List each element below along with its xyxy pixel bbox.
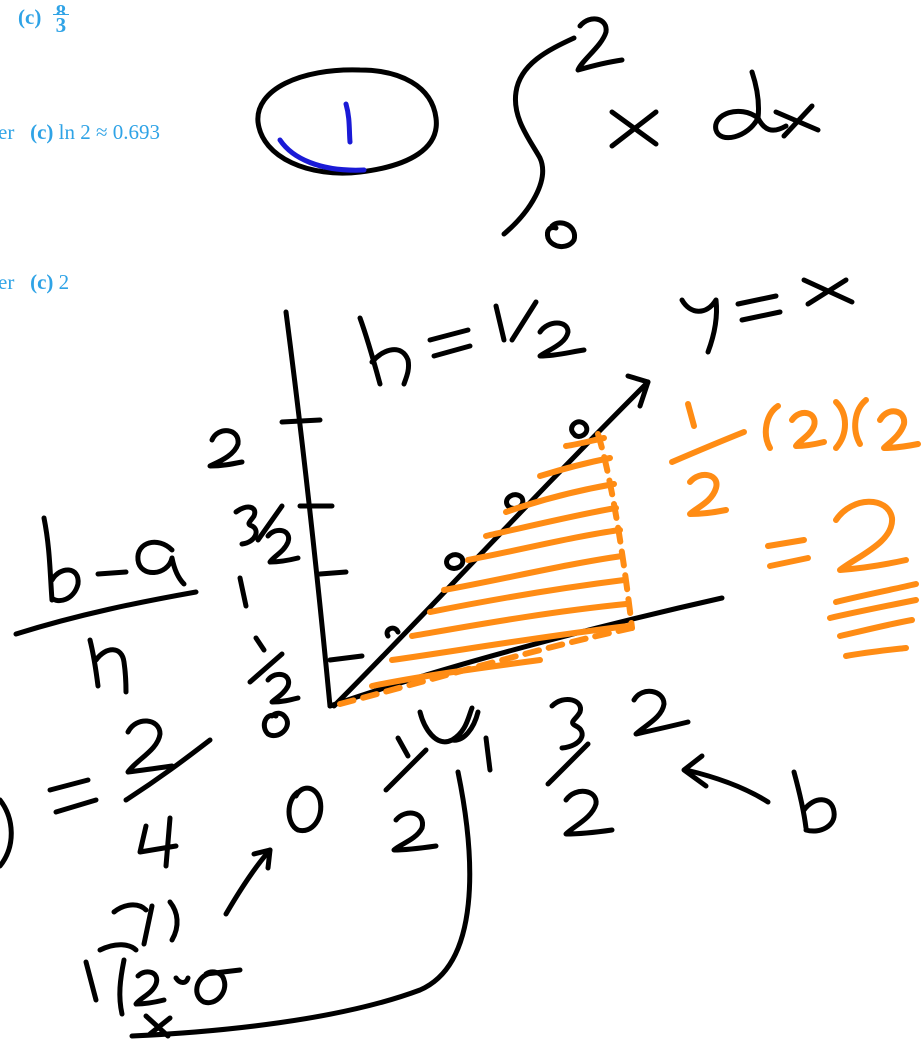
answer-line-3: er (c) 2 <box>0 270 69 295</box>
answer-line-2: er (c) ln 2 ≈ 0.693 <box>0 120 160 145</box>
line-prefix: er <box>0 270 15 294</box>
answer-line-1: (c) 8 3 <box>18 2 70 37</box>
answer-label: (c) <box>30 270 54 294</box>
fraction-numerator: 8 <box>52 2 70 15</box>
line-equation-label <box>679 277 855 355</box>
answer-fraction: 8 3 <box>52 2 70 37</box>
circled-answer-one <box>255 67 439 176</box>
integral-expression <box>501 16 821 249</box>
step-size-label <box>357 299 587 387</box>
area-computation <box>669 397 921 659</box>
answer-label: (c) <box>30 120 54 144</box>
answer-label: (c) <box>18 4 42 29</box>
y-axis-tick-labels <box>207 428 301 738</box>
answer-value: 2 <box>58 270 70 294</box>
answer-value: ln 2 ≈ 0.693 <box>58 120 161 144</box>
x-axis-tick-labels <box>383 688 691 853</box>
shaded-triangle-area <box>337 431 635 707</box>
upper-limit-arrow <box>681 753 837 834</box>
coordinate-axes <box>279 309 725 709</box>
left-sum-notes <box>0 769 473 1039</box>
step-formula <box>13 515 213 869</box>
line-prefix: er <box>0 120 15 144</box>
fraction-denominator: 3 <box>55 13 67 37</box>
